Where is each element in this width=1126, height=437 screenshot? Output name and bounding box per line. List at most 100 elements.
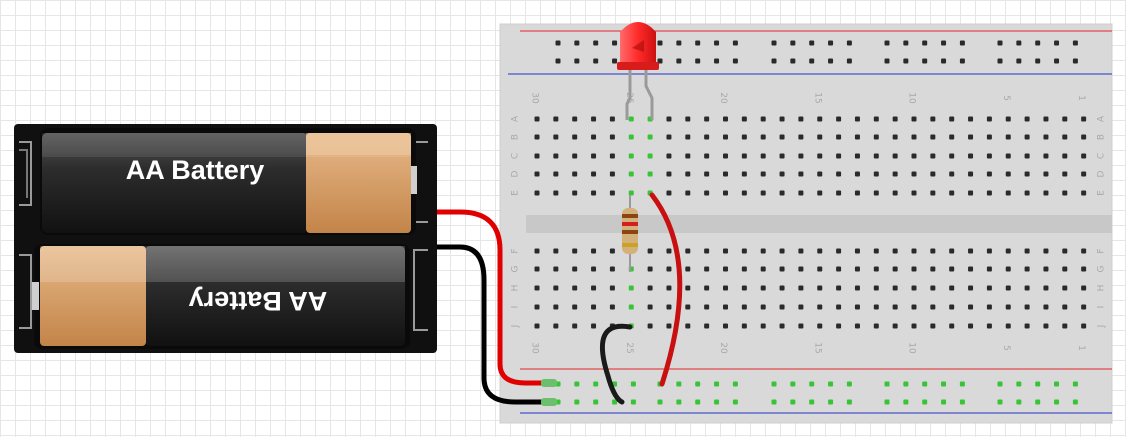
breadboard-hole[interactable] <box>892 266 898 272</box>
breadboard-hole[interactable] <box>704 266 710 272</box>
breadboard-hole[interactable] <box>986 134 992 140</box>
breadboard-hole[interactable] <box>666 116 672 122</box>
power-rail-hole[interactable] <box>922 381 928 387</box>
breadboard-hole[interactable] <box>704 116 710 122</box>
breadboard-hole[interactable] <box>723 248 728 254</box>
breadboard-hole[interactable] <box>591 248 597 254</box>
power-rail-hole[interactable] <box>903 40 909 46</box>
breadboard-hole[interactable] <box>1043 190 1049 196</box>
breadboard-hole[interactable] <box>817 190 823 196</box>
breadboard-hole[interactable] <box>854 171 860 177</box>
breadboard-hole[interactable] <box>553 116 559 122</box>
breadboard-hole[interactable] <box>854 323 860 329</box>
power-rail-hole[interactable] <box>884 399 890 405</box>
breadboard-hole[interactable] <box>760 285 766 291</box>
power-rail-hole[interactable] <box>941 381 947 387</box>
breadboard-hole[interactable] <box>609 190 615 196</box>
breadboard-hole[interactable] <box>685 190 691 196</box>
breadboard-hole[interactable] <box>817 285 823 291</box>
power-rail-hole[interactable] <box>574 58 580 64</box>
breadboard-hole[interactable] <box>779 304 785 310</box>
breadboard-hole[interactable] <box>741 134 747 140</box>
breadboard-hole[interactable] <box>873 116 879 122</box>
power-rail-hole[interactable] <box>574 40 580 46</box>
breadboard-hole[interactable] <box>685 134 691 140</box>
power-rail-hole[interactable] <box>1035 40 1041 46</box>
power-rail-hole[interactable] <box>846 399 852 405</box>
breadboard-hole[interactable] <box>1024 171 1030 177</box>
breadboard-hole[interactable] <box>892 116 898 122</box>
breadboard-hole[interactable] <box>534 323 540 329</box>
power-rail-hole[interactable] <box>790 40 796 46</box>
breadboard-hole[interactable] <box>1062 323 1068 329</box>
breadboard-hole[interactable] <box>911 153 917 159</box>
breadboard-hole[interactable] <box>779 248 785 254</box>
power-rail-hole[interactable] <box>809 58 815 64</box>
breadboard-hole[interactable] <box>1062 116 1068 122</box>
breadboard-hole[interactable] <box>968 153 974 159</box>
breadboard-hole[interactable] <box>1081 266 1087 272</box>
breadboard-hole[interactable] <box>609 248 615 254</box>
breadboard-hole[interactable] <box>553 248 559 254</box>
power-rail-hole[interactable] <box>695 381 701 387</box>
power-rail-hole[interactable] <box>1035 381 1041 387</box>
breadboard-hole[interactable] <box>760 116 766 122</box>
breadboard-hole[interactable] <box>1081 285 1087 291</box>
breadboard-hole[interactable] <box>1024 323 1030 329</box>
power-rail-hole[interactable] <box>846 58 852 64</box>
breadboard-hole[interactable] <box>854 153 860 159</box>
breadboard-hole[interactable] <box>685 116 691 122</box>
breadboard-hole[interactable] <box>609 285 615 291</box>
power-rail-hole[interactable] <box>612 40 618 46</box>
power-rail-hole[interactable] <box>676 58 682 64</box>
power-rail-hole[interactable] <box>959 399 965 405</box>
breadboard-hole[interactable] <box>628 116 634 122</box>
breadboard-hole[interactable] <box>534 116 540 122</box>
power-rail-hole[interactable] <box>809 399 815 405</box>
breadboard-hole[interactable] <box>647 248 653 254</box>
breadboard-hole[interactable] <box>779 116 785 122</box>
breadboard-hole[interactable] <box>1005 153 1011 159</box>
breadboard-hole[interactable] <box>760 304 766 310</box>
power-rail-hole[interactable] <box>790 381 796 387</box>
breadboard-hole[interactable] <box>930 304 936 310</box>
breadboard-hole[interactable] <box>647 134 653 140</box>
breadboard-hole[interactable] <box>723 153 728 159</box>
breadboard-hole[interactable] <box>817 266 823 272</box>
breadboard-hole[interactable] <box>609 134 615 140</box>
power-rail-hole[interactable] <box>714 58 720 64</box>
power-rail-hole[interactable] <box>771 381 777 387</box>
power-rail-hole[interactable] <box>809 381 815 387</box>
breadboard-hole[interactable] <box>534 266 540 272</box>
breadboard-hole[interactable] <box>930 190 936 196</box>
breadboard-hole[interactable] <box>930 153 936 159</box>
breadboard-hole[interactable] <box>760 153 766 159</box>
breadboard-hole[interactable] <box>798 171 804 177</box>
breadboard-hole[interactable] <box>666 171 672 177</box>
power-rail-hole[interactable] <box>809 40 815 46</box>
breadboard-hole[interactable] <box>873 153 879 159</box>
breadboard-hole[interactable] <box>1024 248 1030 254</box>
breadboard-hole[interactable] <box>1024 153 1030 159</box>
breadboard-hole[interactable] <box>817 171 823 177</box>
power-rail-hole[interactable] <box>997 58 1003 64</box>
breadboard-hole[interactable] <box>647 285 653 291</box>
breadboard-hole[interactable] <box>723 304 728 310</box>
breadboard-hole[interactable] <box>1062 248 1068 254</box>
breadboard-hole[interactable] <box>968 266 974 272</box>
power-rail-hole[interactable] <box>1054 399 1060 405</box>
power-rail-hole[interactable] <box>1035 58 1041 64</box>
power-rail-hole[interactable] <box>1016 58 1022 64</box>
breadboard-hole[interactable] <box>1081 323 1087 329</box>
power-rail-hole[interactable] <box>695 399 701 405</box>
breadboard-hole[interactable] <box>1043 248 1049 254</box>
breadboard-hole[interactable] <box>1062 134 1068 140</box>
breadboard-hole[interactable] <box>892 153 898 159</box>
breadboard-hole[interactable] <box>1062 190 1068 196</box>
black-jumper-wire[interactable] <box>599 323 633 405</box>
breadboard-hole[interactable] <box>1081 153 1087 159</box>
power-rail-hole[interactable] <box>612 58 618 64</box>
breadboard-hole[interactable] <box>685 266 691 272</box>
breadboard-hole[interactable] <box>591 304 597 310</box>
power-rail-hole[interactable] <box>790 399 796 405</box>
